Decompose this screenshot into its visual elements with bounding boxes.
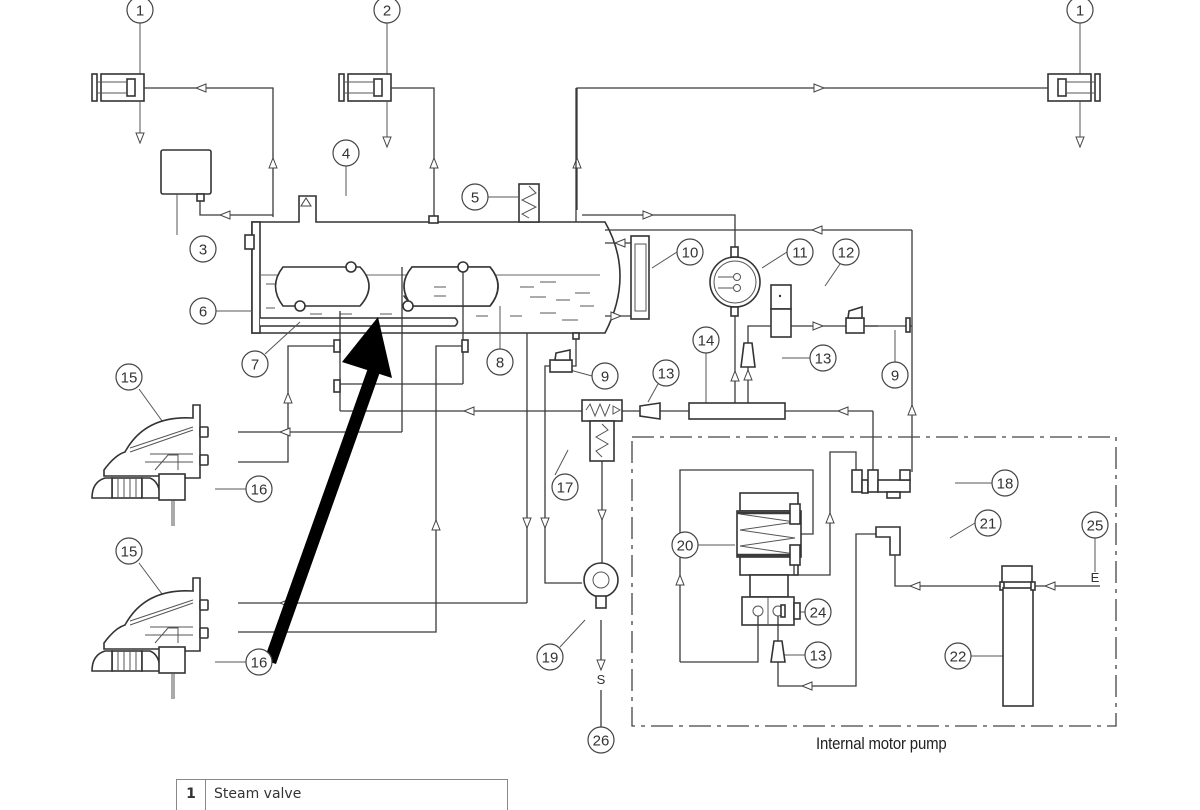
boiler-connections: [238, 88, 577, 633]
svg-text:1: 1: [1076, 3, 1084, 20]
svg-text:21: 21: [980, 516, 997, 533]
svg-text:13: 13: [815, 351, 832, 368]
svg-text:6: 6: [199, 304, 207, 321]
legend-table: 1 Steam valve: [176, 779, 508, 810]
callout-9: 9: [881, 361, 909, 389]
svg-text:15: 15: [121, 544, 138, 561]
svg-text:22: 22: [950, 649, 967, 666]
callout-3: 3: [189, 235, 217, 263]
callout-17: 17: [551, 473, 579, 501]
callout-25: 25: [1081, 511, 1109, 539]
steam-lines: [144, 83, 1048, 220]
water-inlet: [875, 526, 1100, 707]
svg-text:25: 25: [1087, 518, 1104, 535]
drain-label: S: [597, 672, 606, 687]
svg-text:17: 17: [557, 480, 574, 497]
brew-group-bottom: [91, 577, 209, 699]
callout-14: 14: [692, 326, 720, 354]
svg-text:26: 26: [593, 733, 610, 750]
pointer-arrow: [264, 317, 392, 664]
callout-6: 6: [189, 297, 217, 325]
pressure-switch: [605, 225, 917, 472]
callout-13: 13: [809, 344, 837, 372]
callout-8: 8: [486, 348, 514, 376]
bypass-valve: [851, 469, 911, 499]
svg-text:8: 8: [496, 355, 504, 372]
manifold: [622, 402, 874, 470]
callout-1: 1: [1066, 0, 1094, 24]
svg-text:13: 13: [658, 366, 675, 383]
inlet-label: E: [1091, 570, 1100, 585]
svg-text:18: 18: [997, 476, 1014, 493]
svg-text:4: 4: [342, 146, 350, 163]
drain-valve: [522, 333, 582, 603]
svg-text:19: 19: [542, 650, 559, 667]
callout-9: 9: [591, 362, 619, 390]
callout-4: 4: [332, 139, 360, 167]
callout-24: 24: [804, 598, 832, 626]
svg-text:10: 10: [682, 245, 699, 262]
svg-text:11: 11: [792, 245, 808, 262]
internal-motor-pump-caption: Internal motor pump: [816, 734, 947, 753]
svg-text:7: 7: [251, 357, 259, 374]
svg-text:15: 15: [121, 370, 138, 387]
svg-text:20: 20: [677, 538, 694, 555]
callout-5: 5: [461, 183, 489, 211]
svg-text:5: 5: [471, 190, 479, 207]
steam-valve-right: [1047, 23, 1101, 149]
svg-text:2: 2: [383, 3, 391, 20]
callout-16: 16: [245, 648, 273, 676]
callout-15: 15: [115, 363, 143, 391]
callout-19: 19: [536, 643, 564, 671]
callout-15: 15: [115, 537, 143, 565]
callout-16: 16: [245, 475, 273, 503]
callout-20: 20: [671, 531, 699, 559]
steam-valve-left: [91, 23, 145, 145]
callout-11: 11: [786, 238, 814, 266]
level-gauge: [605, 235, 650, 321]
svg-text:1: 1: [136, 3, 144, 20]
svg-text:16: 16: [251, 655, 268, 672]
callout-22: 22: [944, 642, 972, 670]
brew-group-top: [91, 404, 209, 526]
drain-pump: [583, 562, 619, 727]
svg-text:9: 9: [601, 369, 609, 386]
boiler-tank: [244, 183, 621, 340]
manometer: [582, 210, 761, 403]
svg-text:9: 9: [891, 368, 899, 385]
callout-12: 12: [832, 238, 860, 266]
svg-text:16: 16: [251, 482, 268, 499]
legend-number: 1: [177, 780, 206, 810]
callout-1: 1: [126, 0, 154, 24]
filter-heater: [340, 399, 623, 565]
legend-label: Steam valve: [214, 786, 302, 802]
callout-26: 26: [587, 726, 615, 754]
callout-7: 7: [241, 350, 269, 378]
internal-motor-pump-boundary: [631, 436, 1117, 727]
callout-13: 13: [804, 641, 832, 669]
svg-text:13: 13: [810, 648, 827, 665]
svg-text:12: 12: [838, 245, 855, 262]
callout-18: 18: [991, 469, 1019, 497]
callout-13: 13: [652, 359, 680, 387]
svg-text:24: 24: [810, 605, 827, 622]
callout-2: 2: [373, 0, 401, 24]
svg-text:3: 3: [199, 242, 207, 259]
callout-10: 10: [676, 238, 704, 266]
steam-valve-center: [338, 23, 392, 149]
svg-text:14: 14: [698, 333, 715, 350]
control-box: [160, 149, 273, 235]
callout-21: 21: [974, 509, 1002, 537]
motor-pump: [675, 451, 876, 691]
